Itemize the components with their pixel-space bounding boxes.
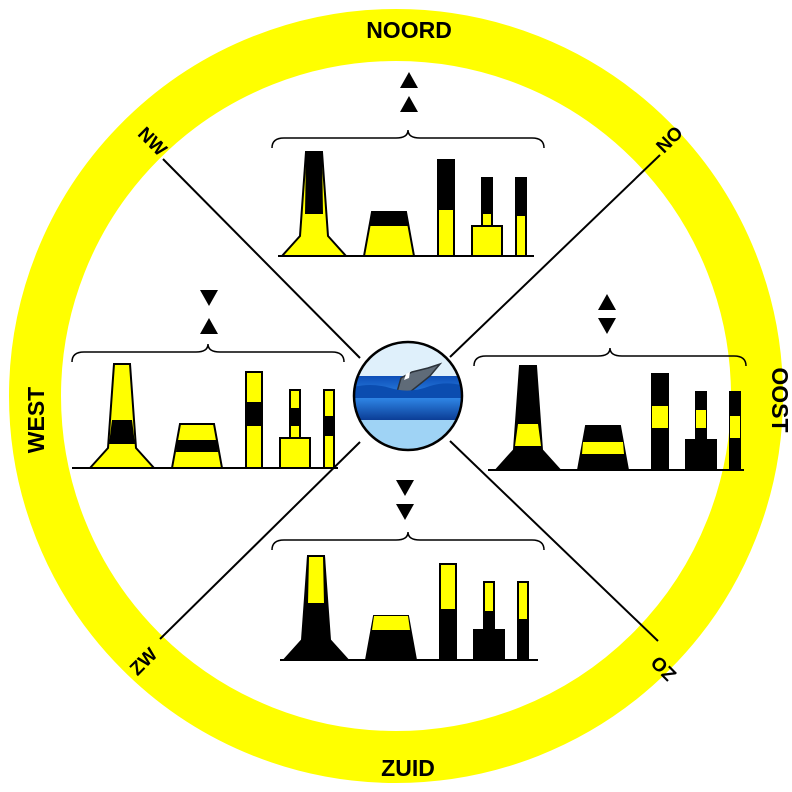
- label-south: ZUID: [381, 755, 435, 781]
- north-brace: [272, 130, 544, 148]
- west-topmark: [200, 290, 218, 334]
- north-topmark: [400, 72, 418, 112]
- label-east: OOST: [767, 367, 792, 432]
- north-buoys: [278, 152, 534, 256]
- west-buoys: [72, 364, 338, 468]
- label-west: WEST: [23, 387, 49, 453]
- east-brace: [474, 348, 746, 366]
- label-north: NOORD: [366, 17, 452, 43]
- south-brace: [272, 532, 544, 550]
- east-buoys: [488, 366, 744, 470]
- south-topmark: [396, 480, 414, 520]
- east-topmark: [598, 294, 616, 334]
- south-buoys: [280, 556, 538, 660]
- west-brace: [72, 344, 344, 362]
